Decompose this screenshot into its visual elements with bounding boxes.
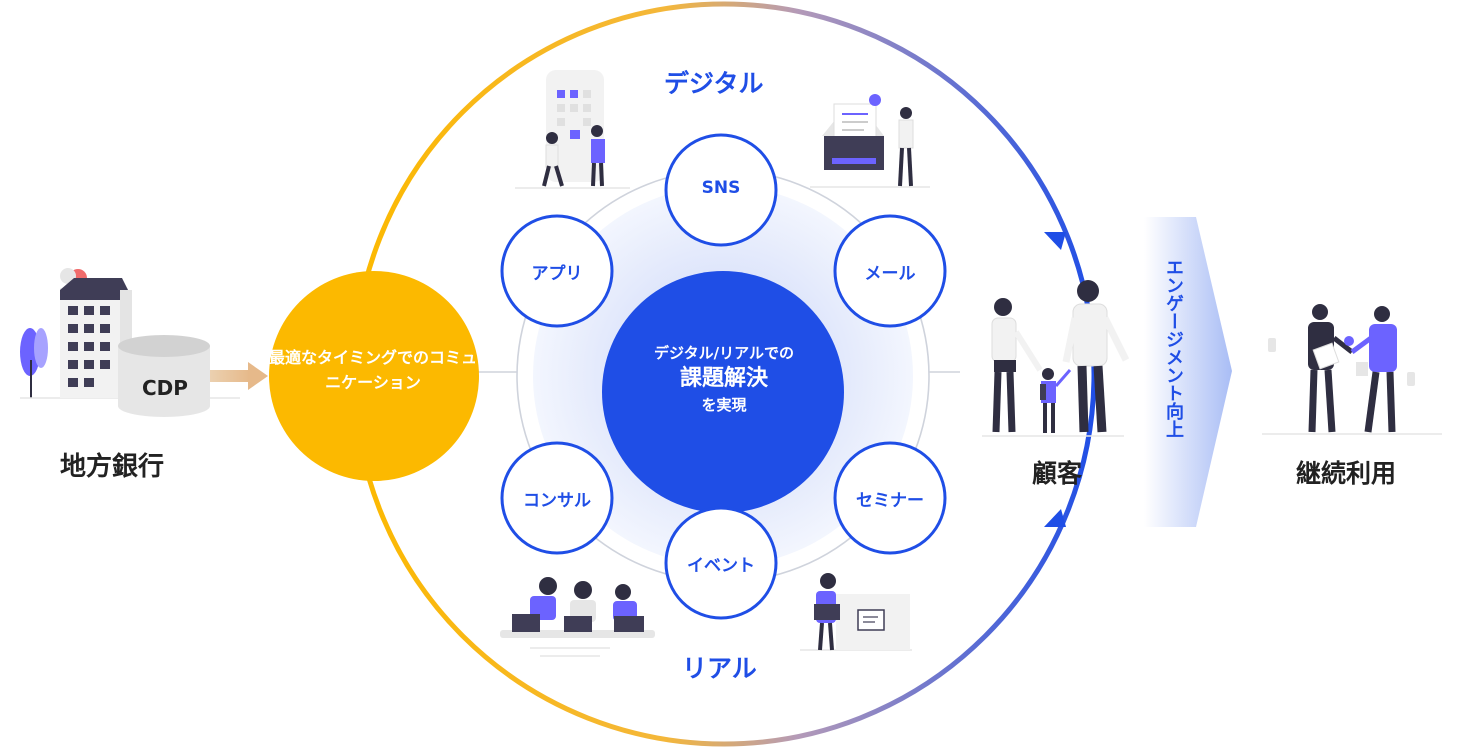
channel-circle-app xyxy=(500,214,614,328)
core-circle xyxy=(602,271,844,513)
seminar-illustration xyxy=(800,573,912,651)
cycle-arrow-top xyxy=(1044,232,1066,250)
app-illustration xyxy=(515,70,630,189)
real-label: リアル xyxy=(682,654,757,683)
core-line-3: を実現 xyxy=(701,396,747,414)
channel-label-mail: メール xyxy=(864,264,916,284)
channel-label-sns: SNS xyxy=(701,178,741,198)
channel-label-seminar: セミナー xyxy=(856,491,924,511)
channel-circle-consul xyxy=(500,441,614,555)
core-line-1: デジタル/リアルでの xyxy=(653,344,795,362)
cdp-database-icon xyxy=(118,335,210,417)
channel-label-event: イベント xyxy=(687,556,755,576)
core-text: デジタル/リアルでの 課題解決 を実現 xyxy=(602,342,846,416)
handshake-illustration xyxy=(1262,304,1442,435)
retention-label: 継続利用 xyxy=(1296,459,1397,488)
communication-circle xyxy=(269,271,479,481)
customer-family-illustration xyxy=(982,280,1130,437)
cycle-arrow-bottom xyxy=(1044,509,1066,527)
channel-circle-event xyxy=(664,506,778,620)
channel-circle-sns xyxy=(664,133,778,247)
communication-label: 最適なタイミングでのコミュニケーション xyxy=(268,348,477,392)
engagement-label: エンゲージメント向上 xyxy=(1163,258,1184,438)
channel-circle-seminar xyxy=(833,441,947,555)
channel-circle-mail xyxy=(833,214,947,328)
digital-label: デジタル xyxy=(664,69,764,98)
core-line-2: 課題解決 xyxy=(679,366,768,391)
cdp-label: CDP xyxy=(142,376,188,400)
channel-label-app: アプリ xyxy=(531,264,583,284)
channel-label-consul: コンサル xyxy=(523,491,591,511)
bank-label: 地方銀行 xyxy=(60,452,165,482)
consul-illustration xyxy=(500,577,655,657)
customer-label: 顧客 xyxy=(1032,459,1083,488)
cdp-to-communication-arrow xyxy=(206,362,268,390)
mail-illustration xyxy=(810,94,930,188)
engagement-chevron xyxy=(1144,217,1232,527)
